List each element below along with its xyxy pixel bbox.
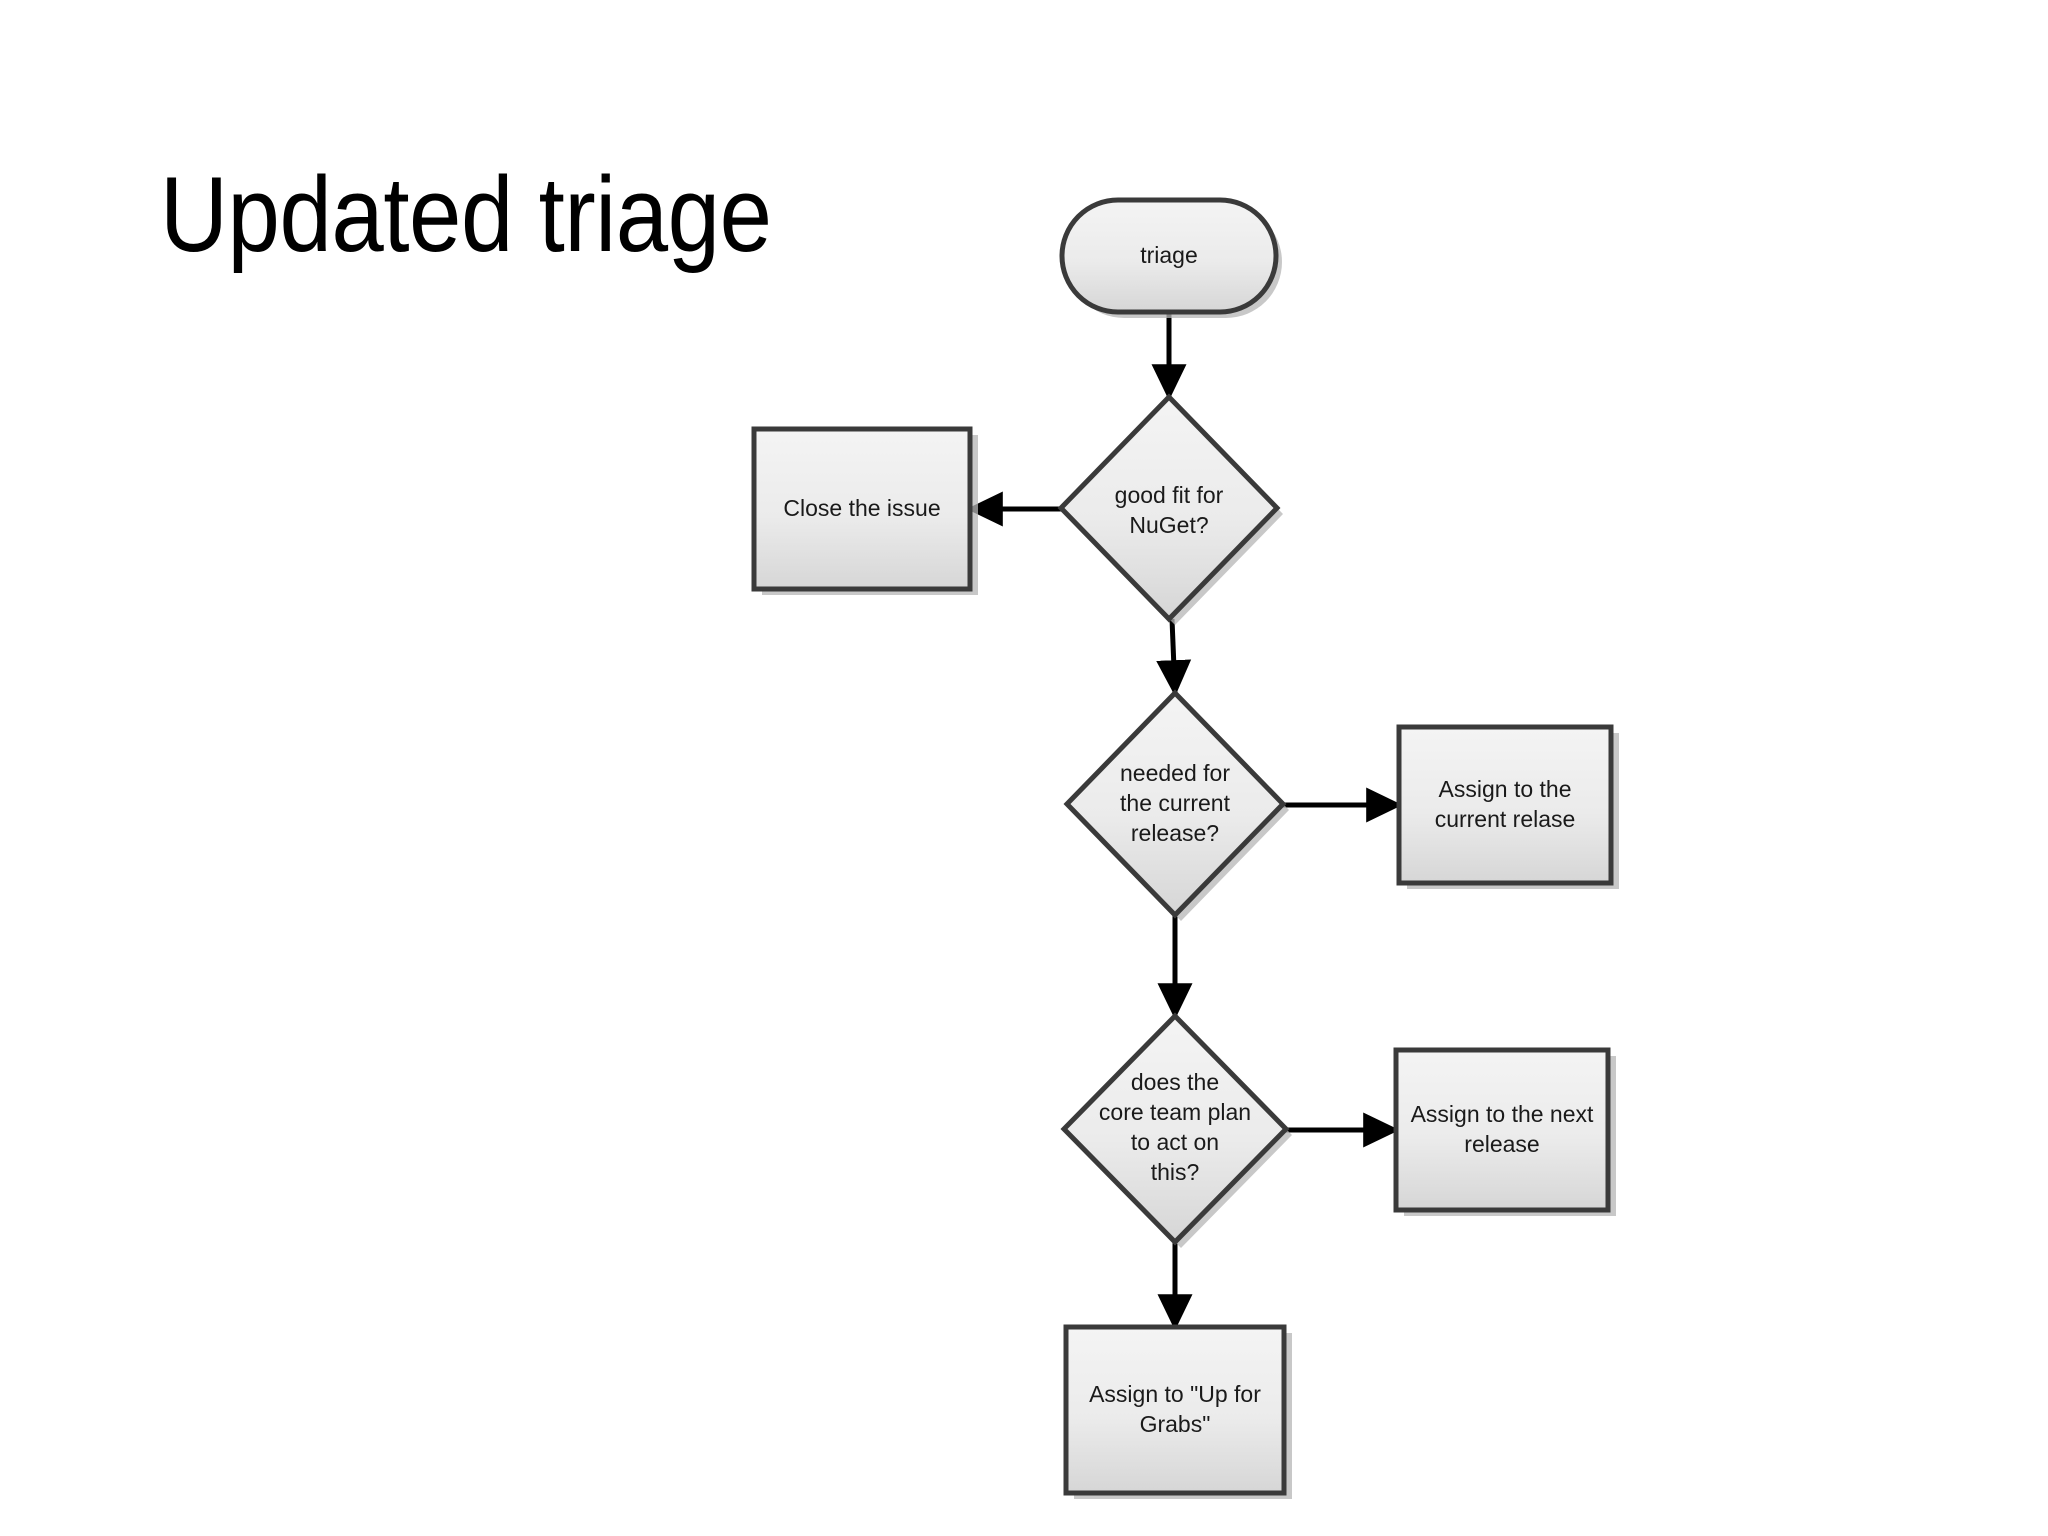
node-assign-next-label-line-2: release	[1464, 1131, 1539, 1157]
node-needed-current-label-line-2: the current	[1120, 790, 1231, 816]
node-close-issue-shape	[751, 426, 973, 592]
node-triage-label: triage	[1140, 242, 1198, 268]
node-needed-current[interactable]: needed for the current release?	[1063, 689, 1289, 921]
node-core-team-plan-label-line-3: to act on	[1131, 1129, 1219, 1155]
node-good-fit[interactable]: good fit for NuGet?	[1057, 393, 1283, 625]
node-needed-current-shape	[1063, 689, 1287, 919]
node-assign-up-for-grabs-shape	[1063, 1324, 1287, 1496]
node-core-team-plan-label-line-4: this?	[1151, 1159, 1200, 1185]
node-good-fit-shape	[1057, 393, 1281, 623]
node-assign-next[interactable]: Assign to the next release	[1393, 1047, 1616, 1216]
connectors-layer	[966, 312, 1403, 1331]
node-assign-up-for-grabs-label-line-1: Assign to "Up for	[1089, 1381, 1261, 1407]
node-core-team-plan[interactable]: does the core team plan to act on this?	[1060, 1012, 1292, 1248]
node-needed-current-label-line-1: needed for	[1120, 760, 1230, 786]
node-core-team-plan-shape	[1060, 1012, 1290, 1246]
node-assign-next-shape	[1393, 1047, 1611, 1213]
node-assign-next-label-line-1: Assign to the next	[1411, 1101, 1594, 1127]
node-close-issue[interactable]: Close the issue	[751, 426, 978, 595]
node-needed-current-label-line-3: release?	[1131, 820, 1219, 846]
node-assign-current-label-line-2: current relase	[1435, 806, 1576, 832]
node-triage[interactable]: triage	[1059, 197, 1282, 318]
node-triage-shape	[1059, 197, 1279, 315]
node-assign-current[interactable]: Assign to the current relase	[1396, 724, 1619, 889]
node-good-fit-label-line-2: NuGet?	[1129, 512, 1208, 538]
node-core-team-plan-label-line-2: core team plan	[1099, 1099, 1251, 1125]
node-close-issue-label: Close the issue	[783, 495, 940, 521]
page-title: Updated triage	[160, 154, 772, 274]
node-assign-up-for-grabs[interactable]: Assign to "Up for Grabs"	[1063, 1324, 1292, 1499]
node-assign-current-shape	[1396, 724, 1614, 886]
node-assign-up-for-grabs-label-line-2: Grabs"	[1140, 1411, 1211, 1437]
node-assign-current-label-line-1: Assign to the	[1439, 776, 1572, 802]
node-good-fit-label-line-1: good fit for	[1115, 482, 1224, 508]
connector-good-fit-to-needed-current	[1156, 618, 1192, 697]
node-core-team-plan-label-line-1: does the	[1131, 1069, 1219, 1095]
